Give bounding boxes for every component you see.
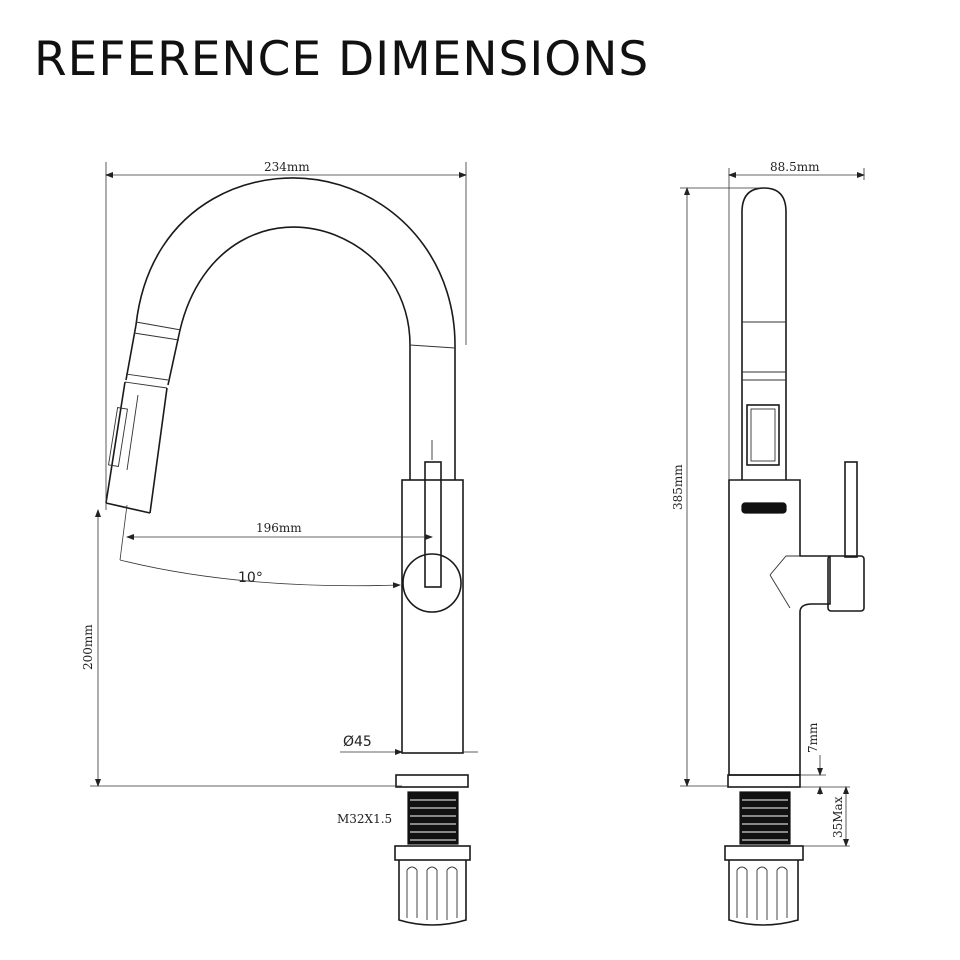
page-title: REFERENCE DIMENSIONS (34, 32, 650, 87)
side-handle (827, 555, 865, 612)
faucet-body (401, 479, 464, 754)
dim-height-200: 200mm (81, 624, 95, 670)
side-handle-lever (844, 461, 858, 558)
handle-knob (402, 553, 462, 613)
side-dim-height: 385mm (671, 464, 685, 510)
side-view: 88.5mm 385mm 7mm 35Max (671, 160, 865, 926)
dim-angle-10: 10° (238, 570, 263, 586)
dim-diameter-45: Ø45 (343, 734, 372, 750)
dim-width-234: 234mm (264, 160, 310, 174)
spray-head (105, 321, 182, 514)
front-view: 234mm 196mm 10° 200mm Ø45 M32X1.5 (81, 160, 478, 926)
threaded-shank (407, 791, 459, 845)
side-dim-max-thickness: 35Max (831, 796, 845, 838)
thread-spec-label: M32X1.5 (337, 812, 392, 826)
spout-outer-arc (135, 177, 456, 346)
spout-inner-arc (179, 226, 411, 346)
side-dim-width: 88.5mm (770, 160, 820, 174)
side-spray-button (746, 404, 780, 466)
side-threaded-shank (739, 791, 791, 845)
side-dim-base: 7mm (806, 722, 820, 753)
mounting-nut (394, 845, 471, 861)
dim-reach-196: 196mm (256, 521, 302, 535)
handle-lever (424, 461, 442, 588)
